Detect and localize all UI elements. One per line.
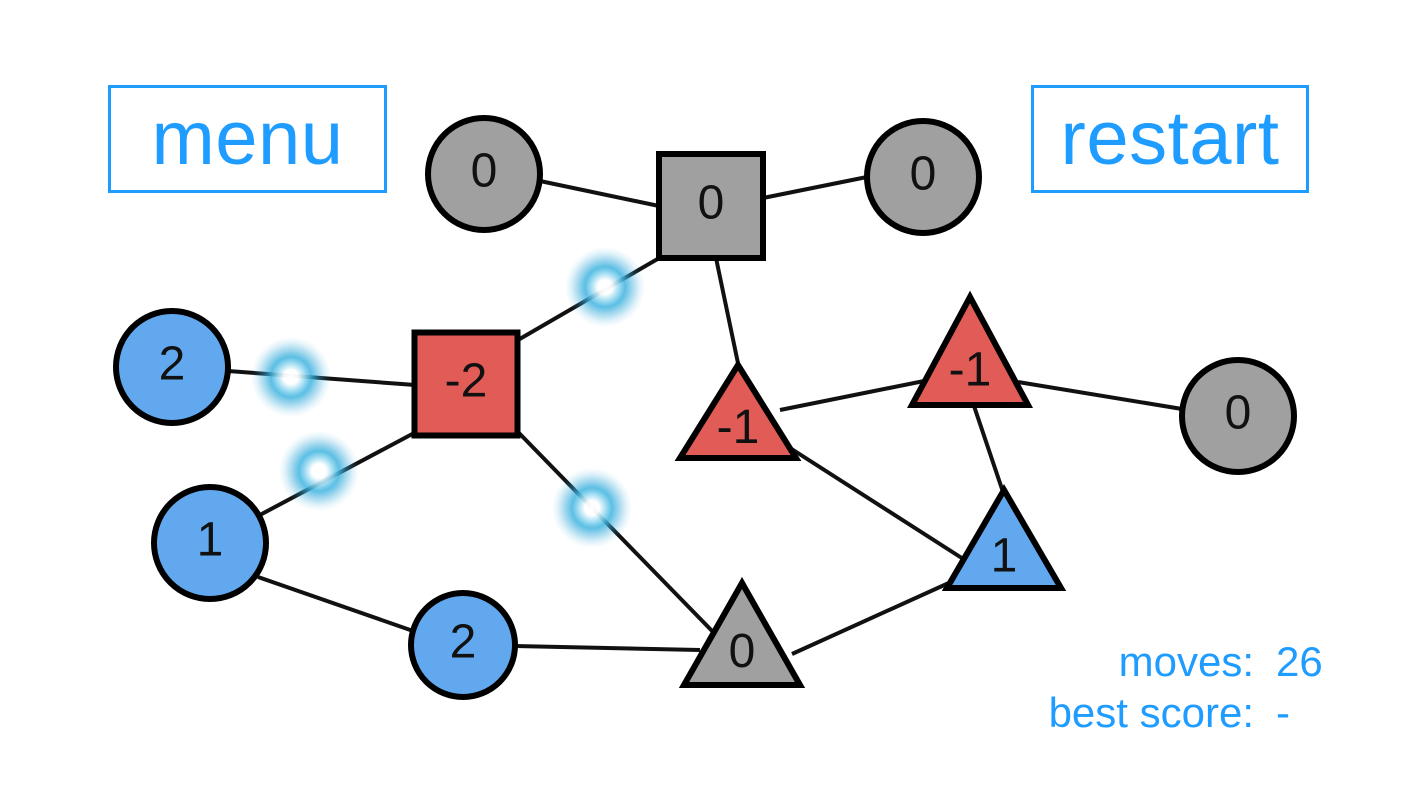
graph-node[interactable]: -2 [411,329,521,439]
menu-button[interactable]: menu [108,85,387,193]
best-score-label: best score: [1048,689,1254,737]
node-shape-circle[interactable] [151,484,269,602]
node-shape-circle[interactable] [408,590,518,700]
graph-edge [514,644,701,652]
graph-edge [972,405,1005,493]
node-shape-circle[interactable] [864,118,982,236]
node-shape-triangle[interactable] [906,290,1034,408]
graph-edge [1017,380,1183,411]
moves-row: moves: 26 [1049,636,1336,687]
node-shape-circle[interactable] [425,115,543,233]
graph-node[interactable]: 0 [864,118,982,236]
graph-edge [791,575,963,656]
graph-node[interactable]: -1 [674,359,802,461]
node-shape-triangle[interactable] [674,359,802,461]
graph-node[interactable]: 0 [1179,357,1297,475]
graph-node[interactable]: 0 [656,151,766,261]
restart-button[interactable]: restart [1031,85,1309,193]
graph-node[interactable]: 2 [113,308,231,426]
status-panel: moves: 26 best score: - [1049,636,1336,738]
graph-edge [788,446,970,564]
graph-edge [779,378,930,412]
edge-glow-marker-icon [565,247,645,327]
graph-edge [762,175,868,200]
node-shape-square[interactable] [411,329,521,439]
node-shape-triangle[interactable] [941,484,1067,591]
best-score-value: - [1276,689,1290,737]
graph-edge [539,179,660,208]
graph-node[interactable]: 0 [425,115,543,233]
graph-edge [257,575,417,634]
graph-node[interactable]: 0 [678,576,806,688]
moves-label: moves: [1118,638,1254,685]
graph-node[interactable]: -1 [906,290,1034,408]
graph-node[interactable]: 1 [941,484,1067,591]
node-shape-circle[interactable] [1179,357,1297,475]
node-shape-circle[interactable] [113,308,231,426]
graph-edge [516,255,663,342]
graph-node[interactable]: 2 [408,590,518,700]
graph-node[interactable]: 1 [151,484,269,602]
graph-edge [714,257,741,369]
graph-edge [257,430,417,518]
best-score-row: best score: - [1049,687,1336,738]
graph-edge [516,430,719,638]
moves-value: 26 [1276,638,1323,685]
node-shape-triangle[interactable] [678,576,806,688]
graph-edge [227,369,416,387]
node-shape-square[interactable] [656,151,766,261]
